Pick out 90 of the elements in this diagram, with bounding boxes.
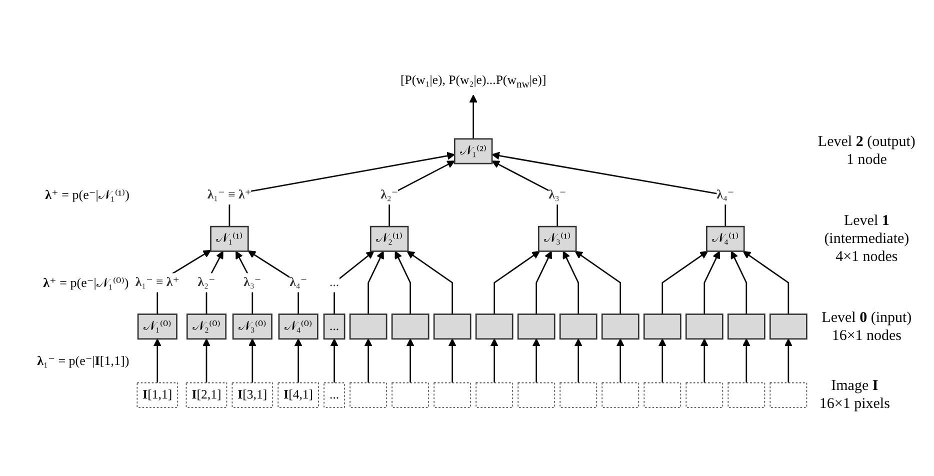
equation-label: λ⁺ = p(e⁻|𝒩₁⁽⁰⁾)	[43, 274, 129, 290]
arrow	[228, 152, 455, 227]
node-box	[602, 382, 640, 408]
arrow	[730, 251, 748, 314]
arrow	[330, 338, 338, 383]
edge-label: λ₂⁻	[380, 188, 398, 202]
equation-label: λ⁺ = p(e⁻|𝒩₁⁽¹⁾)	[45, 187, 130, 203]
node-box	[392, 382, 430, 408]
node-box: 𝒩₂⁽⁰⁾	[186, 314, 227, 340]
arrow	[700, 338, 708, 383]
node-box	[433, 314, 472, 340]
node-box	[770, 382, 808, 408]
arrow	[490, 338, 498, 383]
arrow	[469, 94, 478, 140]
edge-label: ...	[330, 276, 340, 290]
node-box	[644, 382, 682, 408]
arrow	[206, 251, 224, 314]
edge-label: λ₄⁻	[290, 276, 308, 290]
node-box	[686, 382, 724, 408]
edge-label: λ₃⁻	[548, 188, 566, 202]
arrow	[294, 338, 302, 383]
node-box: 𝒩₃⁽¹⁾	[538, 226, 577, 252]
node-box: 𝒩₄⁽⁰⁾	[278, 314, 318, 340]
arrow	[742, 251, 790, 314]
arrow	[562, 251, 580, 314]
edge-label: λ₁⁻ ≡ λ⁺	[135, 276, 180, 290]
node-box: I[1,1]	[136, 382, 178, 408]
arrow	[494, 251, 540, 314]
arrow	[394, 251, 412, 314]
arrow	[248, 338, 256, 383]
node-box: 𝒩₄⁽¹⁾	[706, 226, 745, 252]
node-box: I[4,1]	[278, 382, 319, 408]
arrow	[368, 251, 384, 314]
arrow	[492, 160, 558, 227]
arrow	[492, 152, 726, 227]
node-box: 𝒩₃⁽⁰⁾	[232, 314, 272, 340]
arrow	[658, 338, 666, 383]
node-box: 𝒩₁⁽¹⁾	[210, 226, 249, 252]
node-box	[727, 314, 766, 340]
node-box: 𝒩₁⁽²⁾	[454, 138, 493, 164]
node-box	[728, 382, 766, 408]
edge-label: λ₄⁻	[716, 188, 734, 202]
node-box	[518, 382, 556, 408]
level-label: Level 1 (intermediate) 4×1 nodes	[823, 212, 910, 266]
level-label: Image I 16×1 pixels	[818, 377, 891, 414]
node-box	[391, 314, 430, 340]
arrow	[784, 338, 792, 383]
node-box: I[3,1]	[232, 382, 274, 408]
arrow	[574, 338, 582, 383]
node-box	[601, 314, 640, 340]
node-box: 𝒩₁⁽⁰⁾	[137, 314, 178, 340]
node-box	[476, 382, 514, 408]
edge-label: λ₂⁻	[198, 276, 216, 290]
arrow	[532, 338, 540, 383]
arrow	[704, 251, 720, 314]
arrow	[662, 251, 708, 314]
arrow	[742, 338, 750, 383]
edge-label: λ₃⁻	[244, 276, 262, 290]
arrow	[536, 251, 552, 314]
node-text: [P(w₁|e), P(w₂|e)...P(w$_{nw}$|e)]	[400, 74, 546, 90]
node-box	[560, 382, 598, 408]
arrow	[334, 251, 374, 314]
node-box: 𝒩₂⁽¹⁾	[370, 226, 409, 252]
arrow	[248, 250, 299, 314]
arrow	[448, 338, 456, 383]
arrow	[388, 160, 455, 227]
node-box	[517, 314, 556, 340]
node-box	[769, 314, 808, 340]
arrow	[574, 251, 622, 314]
node-box	[350, 382, 388, 408]
arrow	[153, 338, 162, 383]
node-box: I[2,1]	[186, 382, 228, 408]
node-box: ...	[324, 382, 346, 408]
arrow	[202, 338, 210, 383]
arrow	[406, 338, 414, 383]
node-box	[643, 314, 682, 340]
node-box: ...	[323, 314, 346, 340]
equation-label: λ₁⁻ = p(e⁻|I[1,1])	[37, 352, 130, 369]
arrow	[616, 338, 624, 383]
node-box	[475, 314, 514, 340]
edge-label: λ₁⁻ ≡ λ⁺	[207, 188, 252, 202]
node-box	[685, 314, 724, 340]
node-box	[434, 382, 472, 408]
level-label: Level 2 (output) 1 node	[816, 133, 916, 170]
node-box	[559, 314, 598, 340]
arrow	[236, 251, 254, 314]
node-box	[349, 314, 388, 340]
level-label: Level 0 (input) 16×1 nodes	[820, 308, 913, 345]
arrow	[406, 251, 454, 314]
arrow	[364, 338, 372, 383]
